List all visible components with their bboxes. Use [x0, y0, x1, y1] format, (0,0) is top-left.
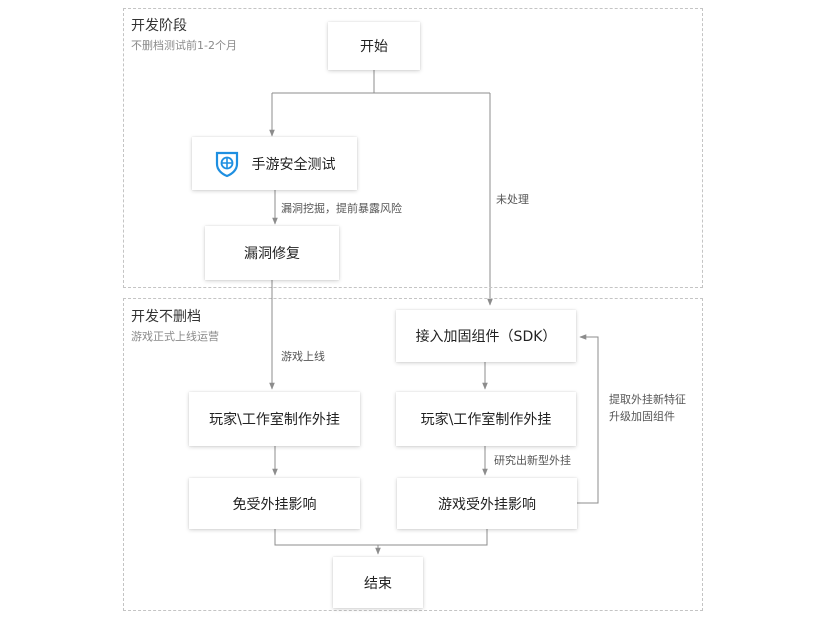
phase-prod-subtitle: 游戏正式上线运营 [131, 330, 219, 343]
node-sdk-label: 接入加固组件（SDK） [415, 329, 557, 345]
phase-prod-title: 开发不删档 [131, 309, 201, 325]
node-sdk: 接入加固组件（SDK） [396, 310, 576, 362]
connector-merge [274, 529, 488, 546]
edge-label-mining: 漏洞挖掘，提前暴露风险 [281, 202, 402, 215]
edge-label-unhandled: 未处理 [496, 193, 529, 206]
phase-dev-stage [123, 8, 703, 288]
node-vuln-fix: 漏洞修复 [205, 226, 339, 280]
node-affected: 游戏受外挂影响 [397, 478, 577, 529]
edge-label-feedback-line1: 提取外挂新特征 [609, 393, 686, 406]
node-cheat-left-label: 玩家\工作室制作外挂 [209, 412, 340, 428]
edge-label-online: 游戏上线 [281, 350, 325, 363]
node-start-label: 开始 [360, 39, 388, 55]
phase-dev-subtitle: 不删档测试前1-2个月 [131, 39, 237, 52]
edge-label-feedback-line2: 升级加固组件 [609, 410, 675, 423]
node-cheat-right-label: 玩家\工作室制作外挂 [420, 412, 552, 428]
phase-dev-title: 开发阶段 [131, 18, 187, 34]
phase-production [123, 298, 703, 611]
node-immune-label: 免受外挂影响 [232, 496, 317, 513]
node-security-test: 手游安全测试 [192, 137, 357, 190]
node-security-test-label: 手游安全测试 [251, 156, 336, 173]
node-affected-label: 游戏受外挂影响 [438, 496, 536, 513]
edge-label-new-cheat: 研究出新型外挂 [494, 454, 571, 467]
node-start: 开始 [328, 22, 420, 70]
node-cheat-right: 玩家\工作室制作外挂 [396, 392, 576, 446]
node-end-label: 结束 [364, 575, 392, 592]
node-end: 结束 [333, 557, 423, 608]
node-cheat-left: 玩家\工作室制作外挂 [189, 392, 360, 446]
arrow-feedback [577, 334, 599, 504]
shield-icon [214, 150, 240, 178]
node-immune: 免受外挂影响 [189, 478, 360, 529]
node-vuln-fix-label: 漏洞修复 [244, 246, 300, 262]
